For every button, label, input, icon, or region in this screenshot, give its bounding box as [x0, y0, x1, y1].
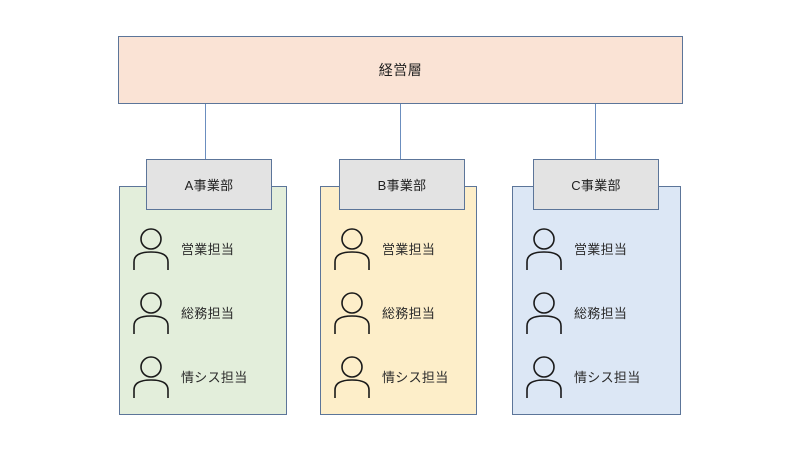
person-icon	[526, 228, 562, 270]
member-label: 営業担当	[181, 241, 235, 257]
member-label: 情シス担当	[574, 369, 641, 385]
department-header-label-a: A事業部	[184, 178, 234, 193]
member-label: 情シス担当	[382, 369, 449, 385]
department-header-label-c: C事業部	[571, 178, 621, 193]
person-icon	[526, 356, 562, 398]
member-row-b-1[interactable]: 営業担当	[330, 226, 435, 270]
member-row-b-3[interactable]: 情シス担当	[330, 354, 449, 398]
member-row-c-1[interactable]: 営業担当	[522, 226, 627, 270]
member-row-a-1[interactable]: 営業担当	[129, 226, 234, 270]
member-label: 情シス担当	[181, 369, 248, 385]
member-row-a-3[interactable]: 情シス担当	[129, 354, 248, 398]
member-label: 営業担当	[574, 241, 628, 257]
department-header-b[interactable]: B事業部	[339, 159, 465, 210]
person-icon	[334, 356, 370, 398]
member-label: 総務担当	[574, 305, 628, 321]
member-label: 総務担当	[382, 305, 436, 321]
connector-line-dept-b	[400, 104, 401, 160]
person-icon	[334, 292, 370, 334]
member-row-c-3[interactable]: 情シス担当	[522, 354, 641, 398]
person-icon	[133, 356, 169, 398]
connector-line-dept-a	[205, 104, 206, 160]
member-row-a-2[interactable]: 総務担当	[129, 290, 234, 334]
department-header-c[interactable]: C事業部	[533, 159, 659, 210]
member-label: 総務担当	[181, 305, 235, 321]
person-icon	[334, 228, 370, 270]
connector-line-dept-c	[595, 104, 596, 160]
person-icon	[526, 292, 562, 334]
person-icon	[133, 292, 169, 334]
person-icon	[133, 228, 169, 270]
executive-layer-box[interactable]: 経営層	[118, 36, 683, 104]
executive-layer-label: 経営層	[378, 62, 423, 78]
department-container-b[interactable]	[320, 186, 477, 415]
member-label: 営業担当	[382, 241, 436, 257]
department-header-a[interactable]: A事業部	[146, 159, 272, 210]
department-header-label-b: B事業部	[377, 178, 427, 193]
member-row-c-2[interactable]: 総務担当	[522, 290, 627, 334]
member-row-b-2[interactable]: 総務担当	[330, 290, 435, 334]
